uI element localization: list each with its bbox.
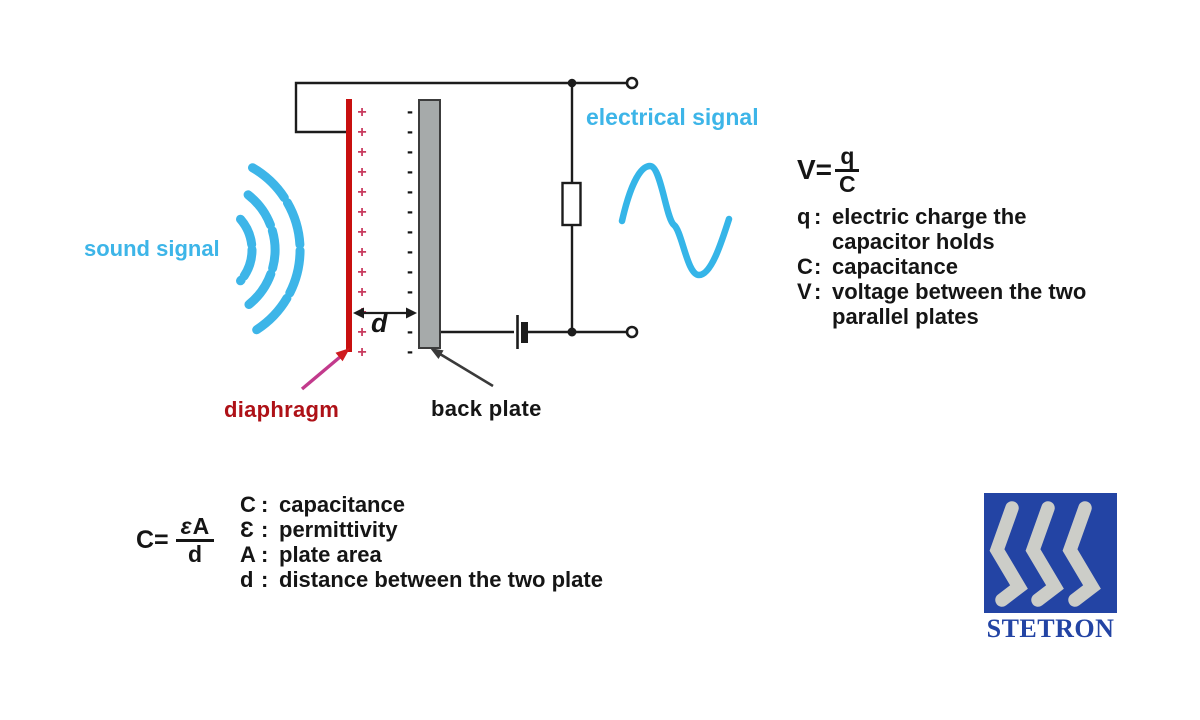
legend-symbol: A — [240, 542, 256, 567]
back-plate-rect — [418, 99, 441, 349]
voltage-legend: q: electric charge the capacitor holds C:… — [797, 204, 1086, 329]
sine-wave-icon — [618, 162, 733, 279]
legend-text: distance between the two plate — [279, 567, 603, 592]
minus-charges-symbol: - — [407, 341, 413, 361]
plus-charge-column: +++++++++++++ — [357, 104, 366, 361]
plus-charges-symbol: + — [357, 144, 366, 161]
stetron-wordmark: STETRON — [986, 614, 1115, 643]
plus-charges-symbol: + — [357, 344, 366, 361]
resistor — [561, 181, 582, 227]
legend-symbol: d — [240, 567, 254, 592]
minus-charges-symbol: - — [407, 181, 413, 201]
voltage-formula: V= q C — [797, 144, 1086, 197]
plus-charges-symbol: + — [357, 124, 366, 141]
legend-symbol: C — [240, 492, 256, 517]
legend-separator: : — [814, 253, 822, 279]
minus-charge-column: ------------- — [407, 101, 413, 361]
plus-charges-symbol: + — [357, 104, 366, 121]
sound-signal-label: sound signal — [84, 236, 220, 261]
plus-charges-symbol: + — [357, 204, 366, 221]
legend-symbol: V — [797, 278, 812, 304]
sound-wave-arcs-icon — [236, 163, 305, 337]
plus-charges-symbol: + — [357, 164, 366, 181]
minus-charges-symbol: - — [407, 161, 413, 181]
legend-row-a: A: plate area — [240, 542, 603, 567]
legend-text: plate area — [279, 542, 382, 567]
legend-separator: : — [814, 203, 822, 229]
legend-separator: : — [814, 278, 822, 304]
stetron-logo-square — [984, 493, 1117, 613]
diaphragm-pointer-arrow — [300, 348, 350, 391]
distance-label: d — [371, 308, 388, 338]
minus-charges-symbol: - — [407, 261, 413, 281]
capacitance-formula-numerator: εA — [175, 513, 215, 542]
stetron-logo: STETRON — [984, 493, 1117, 644]
legend-symbol: q — [797, 203, 811, 229]
legend-row-q: q: electric charge the — [797, 204, 1086, 229]
minus-charges-symbol: - — [407, 141, 413, 161]
legend-separator: : — [261, 542, 269, 567]
voltage-formula-lhs: V= — [797, 154, 833, 186]
battery — [516, 315, 528, 349]
plus-charges-symbol: + — [357, 284, 366, 301]
capacitance-formula-fraction: εA d — [175, 513, 215, 567]
legend-separator: : — [261, 492, 269, 517]
capacitance-legend: C: capacitance Ɛ: permittivity A: plate are… — [240, 492, 603, 592]
minus-charges-symbol: - — [407, 321, 413, 341]
epsilon-symbol: ε — [180, 513, 192, 539]
junction-dot-bottom — [567, 327, 577, 337]
junction-dot-top — [567, 78, 577, 88]
minus-charges-symbol: - — [407, 201, 413, 221]
minus-charges-symbol: - — [407, 101, 413, 121]
plus-charges-symbol: + — [357, 324, 366, 341]
legend-text: capacitance — [279, 492, 405, 517]
diaphragm-plate — [346, 99, 352, 352]
voltage-formula-block: V= q C q: electric charge the capacitor h… — [797, 144, 1086, 329]
minus-charges-symbol: - — [407, 281, 413, 301]
plus-charges-symbol: + — [357, 184, 366, 201]
legend-separator: : — [261, 517, 269, 542]
stetron-stripes-icon — [989, 501, 1101, 607]
electrical-signal-label: electrical signal — [586, 104, 759, 130]
capacitance-formula-denominator: d — [187, 540, 202, 567]
legend-row-c: C: capacitance — [240, 492, 603, 517]
legend-row-epsilon: Ɛ: permittivity — [240, 517, 603, 542]
legend-text: permittivity — [279, 517, 398, 542]
legend-text: capacitance — [832, 253, 958, 279]
plus-charges-symbol: + — [357, 224, 366, 241]
output-terminal-top — [625, 76, 639, 90]
voltage-formula-numerator: q — [835, 144, 860, 172]
legend-separator: : — [261, 567, 269, 592]
minus-charges-symbol: - — [407, 221, 413, 241]
legend-row-d: d: distance between the two plate — [240, 567, 603, 592]
legend-text: voltage between the two — [832, 278, 1087, 304]
area-symbol: A — [192, 513, 210, 539]
legend-symbol: C — [797, 253, 813, 279]
legend-symbol: Ɛ — [240, 517, 254, 542]
legend-row-v: V: voltage between the two — [797, 279, 1086, 304]
plus-charges-symbol: + — [357, 264, 366, 281]
legend-text-continuation: capacitor holds — [832, 228, 995, 254]
back-plate-label: back plate — [431, 396, 542, 421]
legend-text: electric charge the — [832, 203, 1027, 229]
voltage-formula-fraction: q C — [834, 144, 861, 197]
capacitance-formula-lhs: C= — [136, 525, 169, 554]
output-terminal-bottom — [625, 325, 639, 339]
back-plate-pointer-arrow — [430, 348, 494, 388]
capacitance-formula: C= εA d — [136, 513, 215, 567]
distance-arrow — [353, 307, 417, 319]
plus-charges-symbol: + — [357, 244, 366, 261]
minus-charges-symbol: - — [407, 121, 413, 141]
legend-text-continuation: parallel plates — [832, 303, 979, 329]
diaphragm-label: diaphragm — [224, 397, 340, 422]
legend-row-c: C: capacitance — [797, 254, 1086, 279]
minus-charges-symbol: - — [407, 241, 413, 261]
voltage-formula-denominator: C — [839, 170, 856, 197]
